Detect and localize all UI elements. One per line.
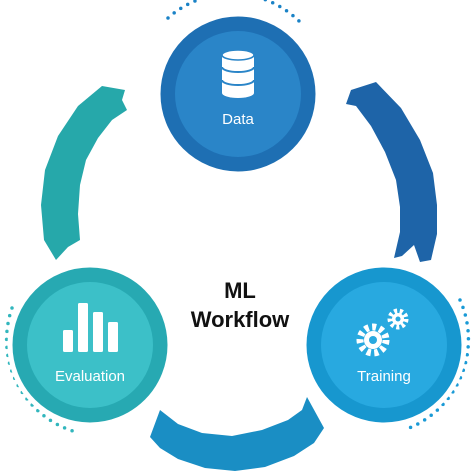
bar-chart-icon — [63, 303, 118, 352]
gears-icon — [356, 308, 409, 357]
node-evaluation: Evaluation — [7, 262, 173, 428]
arrow-evaluation-to-data — [41, 86, 127, 260]
node-training: Training — [301, 262, 467, 428]
title-line-1: ML — [224, 278, 256, 303]
database-icon — [221, 49, 255, 98]
evaluation-dotted-ring — [4, 306, 78, 434]
data-node-label: Data — [222, 111, 254, 128]
evaluation-node-label: Evaluation — [55, 368, 125, 385]
title-line-2: Workflow — [191, 307, 290, 332]
data-dotted-ring — [166, 0, 302, 24]
arrow-data-to-training — [346, 82, 437, 262]
training-node-label: Training — [357, 368, 411, 385]
arrow-training-to-evaluation — [150, 397, 324, 471]
node-data: Data — [155, 11, 321, 177]
training-dotted-ring — [402, 298, 471, 432]
